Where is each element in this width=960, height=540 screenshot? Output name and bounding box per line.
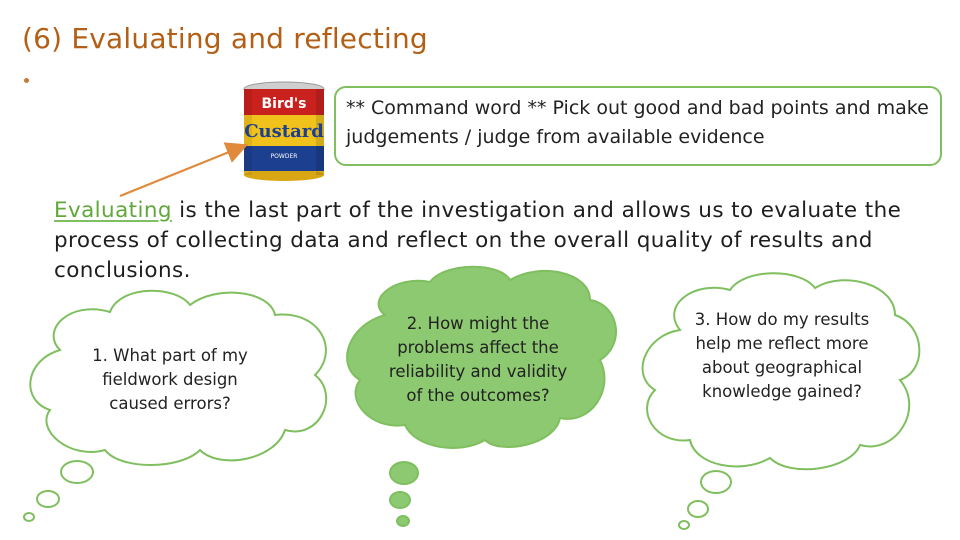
question-1: 1. What part of my fieldwork design caus… xyxy=(92,346,248,413)
question-3: 3. How do my results help me reflect mor… xyxy=(694,310,870,401)
custard-tin-image: Bird's Custard POWDER xyxy=(243,81,325,181)
tin-brand: Bird's xyxy=(261,96,306,112)
tin-small-text: POWDER xyxy=(271,153,298,160)
cloud-2 xyxy=(346,265,617,527)
question-2: 2. How might the problems affect the rel… xyxy=(388,314,568,405)
tin-name: Custard xyxy=(244,121,324,142)
keyword-evaluating: Evaluating xyxy=(54,198,172,223)
page-title: (6) Evaluating and reflecting xyxy=(22,22,428,55)
cloud-3 xyxy=(641,272,921,530)
intro-rest: is the last part of the investigation an… xyxy=(54,198,902,283)
title-text: Evaluating and reflecting xyxy=(71,22,428,55)
command-word-text: ** Command word ** Pick out good and bad… xyxy=(346,97,929,148)
intro-paragraph: Evaluating is the last part of the inves… xyxy=(54,196,934,286)
title-number: (6) xyxy=(22,22,63,55)
stray-dot xyxy=(24,78,29,83)
cloud-1 xyxy=(23,289,328,522)
command-word-box: ** Command word ** Pick out good and bad… xyxy=(334,86,942,166)
